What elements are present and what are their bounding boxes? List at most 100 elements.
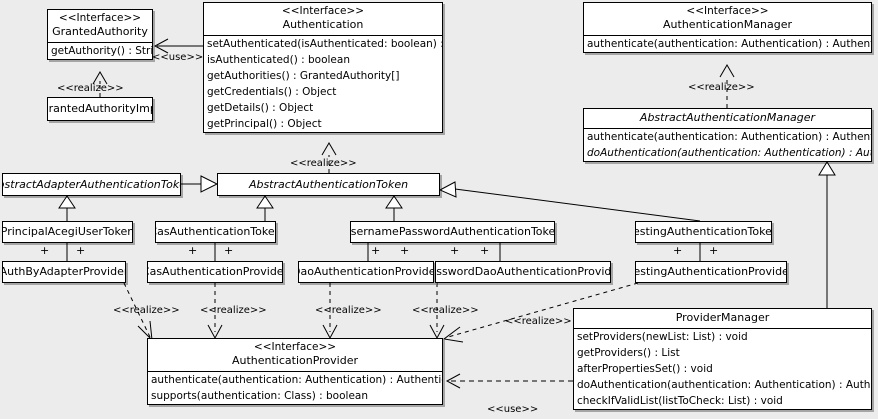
class-authentication-operations: setAuthenticated(isAuthenticated: boolea…: [204, 36, 442, 132]
class-testing-authentication-provider[interactable]: TestingAuthenticationProvider: [635, 261, 787, 283]
operation-row: getPrincipal() : Object: [207, 118, 322, 130]
realize-arrowhead-authenticationmanager: [719, 64, 735, 78]
class-authentication-manager-header: <<Interface>> AuthenticationManager: [584, 3, 871, 35]
operation-row: checkIfValidList(listToCheck: List) : vo…: [577, 395, 783, 407]
class-granted-authority-header: <<Interface>> GrantedAuthority: [48, 10, 152, 42]
class-testing-authentication-token[interactable]: TestingAuthenticationToken: [635, 221, 772, 243]
realize-arrowhead-authentication: [321, 142, 337, 156]
realize-arrowhead-authprovider-testing: [442, 326, 464, 343]
association-marker-principalacegi-right: +: [76, 244, 86, 257]
class-authentication-header: <<Interface>> Authentication: [204, 3, 442, 35]
class-authentication-provider-header: <<Interface>> AuthenticationProvider: [148, 339, 442, 371]
operation-row: doAuthentication(authentication: Authent…: [587, 147, 871, 159]
class-authentication-provider-operations: authenticate(authentication: Authenticat…: [148, 372, 442, 404]
class-username-password-authentication-token[interactable]: UsernamePasswordAuthenticationToken: [350, 221, 555, 243]
use-arrowhead-grantedauthority: [153, 38, 169, 54]
operation-row: doAuthentication(authentication: Authent…: [577, 379, 871, 391]
class-dao-authentication-provider[interactable]: DaoAuthenticationProvider: [298, 261, 434, 283]
operation-row: getProviders() : List: [577, 347, 680, 359]
divider: [148, 371, 442, 372]
class-name-label: AbstractAuthenticationManager: [639, 111, 816, 124]
class-name-label: TestingAuthenticationToken: [635, 225, 772, 238]
class-name-label: AbstractAdapterAuthenticationToken: [3, 177, 180, 191]
class-abstract-authentication-token[interactable]: AbstractAuthenticationToken: [217, 173, 440, 196]
class-authentication[interactable]: <<Interface>> Authentication setAuthenti…: [203, 2, 443, 133]
class-name-label: PasswordDaoAuthenticationProvider: [436, 265, 611, 278]
class-cas-authentication-token[interactable]: CasAuthenticationToken: [155, 221, 276, 243]
class-granted-authority[interactable]: <<Interface>> GrantedAuthority getAuthor…: [47, 9, 153, 60]
association-marker-testingtoken-left: +: [673, 244, 683, 257]
class-provider-manager[interactable]: ProviderManager setProviders(newList: Li…: [573, 308, 872, 410]
class-name-label: GrantedAuthority: [52, 25, 148, 38]
class-principal-acegi-user-token[interactable]: PrincipalAcegiUserToken: [2, 221, 133, 243]
class-authentication-manager-operations: authenticate(authentication: Authenticat…: [584, 36, 871, 52]
inherit-line-testingauthenticationtoken: [454, 188, 701, 222]
operation-row: getCredentials() : Object: [207, 86, 337, 98]
class-name-label: TestingAuthenticationProvider: [635, 265, 787, 278]
class-name-label: CasAuthenticationProvider: [147, 265, 283, 278]
class-name-label: DaoAuthenticationProvider: [298, 265, 434, 278]
class-abstract-adapter-authentication-token[interactable]: AbstractAdapterAuthenticationToken: [2, 173, 181, 196]
relationship-label-realize-authbyadapterprovider: <<realize>>: [113, 305, 180, 316]
operation-row: getAuthority() : String: [51, 45, 153, 57]
operation-row: authenticate(authentication: Authenticat…: [151, 374, 443, 386]
operation-row: getAuthorities() : GrantedAuthority[]: [207, 70, 400, 82]
realize-arrowhead-authprovider-dao: [322, 324, 338, 340]
class-cas-authentication-provider[interactable]: CasAuthenticationProvider: [147, 261, 283, 283]
use-arrowhead-authprovider: [445, 373, 461, 389]
divider: [204, 35, 442, 36]
relationship-label-realize-casauthenticationprovider: <<realize>>: [200, 305, 267, 316]
relationship-label-realize-testingauthenticationprovider: <<realize>>: [505, 316, 572, 327]
class-authentication-provider[interactable]: <<Interface>> AuthenticationProvider aut…: [147, 338, 443, 405]
class-name-label: UsernamePasswordAuthenticationToken: [350, 225, 555, 238]
class-abstract-authentication-manager[interactable]: AbstractAuthenticationManager authentica…: [583, 108, 872, 162]
divider: [574, 328, 871, 329]
stereotype-label: <<Interface>>: [253, 341, 337, 353]
inherit-arrowhead-abstractadaptertoken: [58, 195, 76, 209]
operation-row: afterPropertiesSet() : void: [577, 363, 713, 375]
class-password-dao-authentication-provider[interactable]: PasswordDaoAuthenticationProvider: [435, 261, 611, 283]
association-marker-castoken-right: +: [224, 244, 234, 257]
divider: [48, 42, 152, 43]
inherit-arrowhead-abstractauthtoken-upw: [385, 195, 403, 209]
operation-row: setAuthenticated(isAuthenticated: boolea…: [207, 38, 442, 50]
realize-arrowhead-authprovider-cas: [207, 324, 223, 340]
inherit-arrowhead-abstractauthenticationmanager: [818, 161, 836, 176]
class-provider-manager-operations: setProviders(newList: List) : void getPr…: [574, 329, 871, 409]
class-authentication-manager[interactable]: <<Interface>> AuthenticationManager auth…: [583, 2, 872, 53]
relationship-label-realize-abstractauthenticationtoken: <<realize>>: [290, 158, 357, 169]
inherit-arrowhead-abstractauthtoken-left: [200, 175, 219, 193]
class-name-label: AuthByAdapterProvider: [2, 265, 126, 278]
association-marker-upwtoken-4: +: [480, 244, 490, 257]
operation-row: authenticate(authentication: Authenticat…: [587, 131, 872, 143]
stereotype-label: <<Interface>>: [281, 5, 365, 17]
stereotype-label: <<Interface>>: [58, 12, 142, 24]
class-auth-by-adapter-provider[interactable]: AuthByAdapterProvider: [2, 261, 126, 283]
relationship-label-realize-abstractauthenticationmanager: <<realize>>: [688, 82, 755, 93]
relationship-label-use-providermanager-authenticationprovider: <<use>>: [487, 404, 539, 415]
class-name-label: Authentication: [282, 18, 364, 31]
divider: [584, 128, 871, 129]
operation-row: authenticate(authentication: Authenticat…: [587, 38, 872, 50]
class-name-label: AuthenticationProvider: [231, 354, 359, 367]
association-marker-upwtoken-2: +: [400, 244, 410, 257]
class-granted-authority-impl[interactable]: GrantedAuthorityImpl: [47, 97, 153, 121]
realize-arrowhead-authprovider-pwdao: [429, 324, 445, 340]
operation-row: setProviders(newList: List) : void: [577, 331, 748, 343]
class-abstract-authentication-manager-operations: authenticate(authentication: Authenticat…: [584, 129, 871, 161]
operation-row: isAuthenticated() : boolean: [207, 54, 350, 66]
association-marker-principalacegi-left: +: [40, 244, 50, 257]
inherit-arrowhead-abstractauthtoken-testing: [438, 181, 457, 198]
association-marker-castoken-left: +: [188, 244, 198, 257]
association-marker-upwtoken-1: +: [371, 244, 381, 257]
class-name-label: CasAuthenticationToken: [155, 225, 276, 238]
relationship-label-realize-grantedauthorityimpl: <<realize>>: [57, 83, 124, 94]
class-abstract-authentication-manager-header: AbstractAuthenticationManager: [584, 109, 871, 128]
association-marker-upwtoken-3: +: [450, 244, 460, 257]
divider: [584, 35, 871, 36]
stereotype-label: <<Interface>>: [686, 5, 769, 17]
operation-row: supports(authentication: Class) : boolea…: [151, 390, 368, 402]
association-marker-testingtoken-right: +: [709, 244, 719, 257]
class-name-label: AuthenticationManager: [663, 18, 792, 31]
